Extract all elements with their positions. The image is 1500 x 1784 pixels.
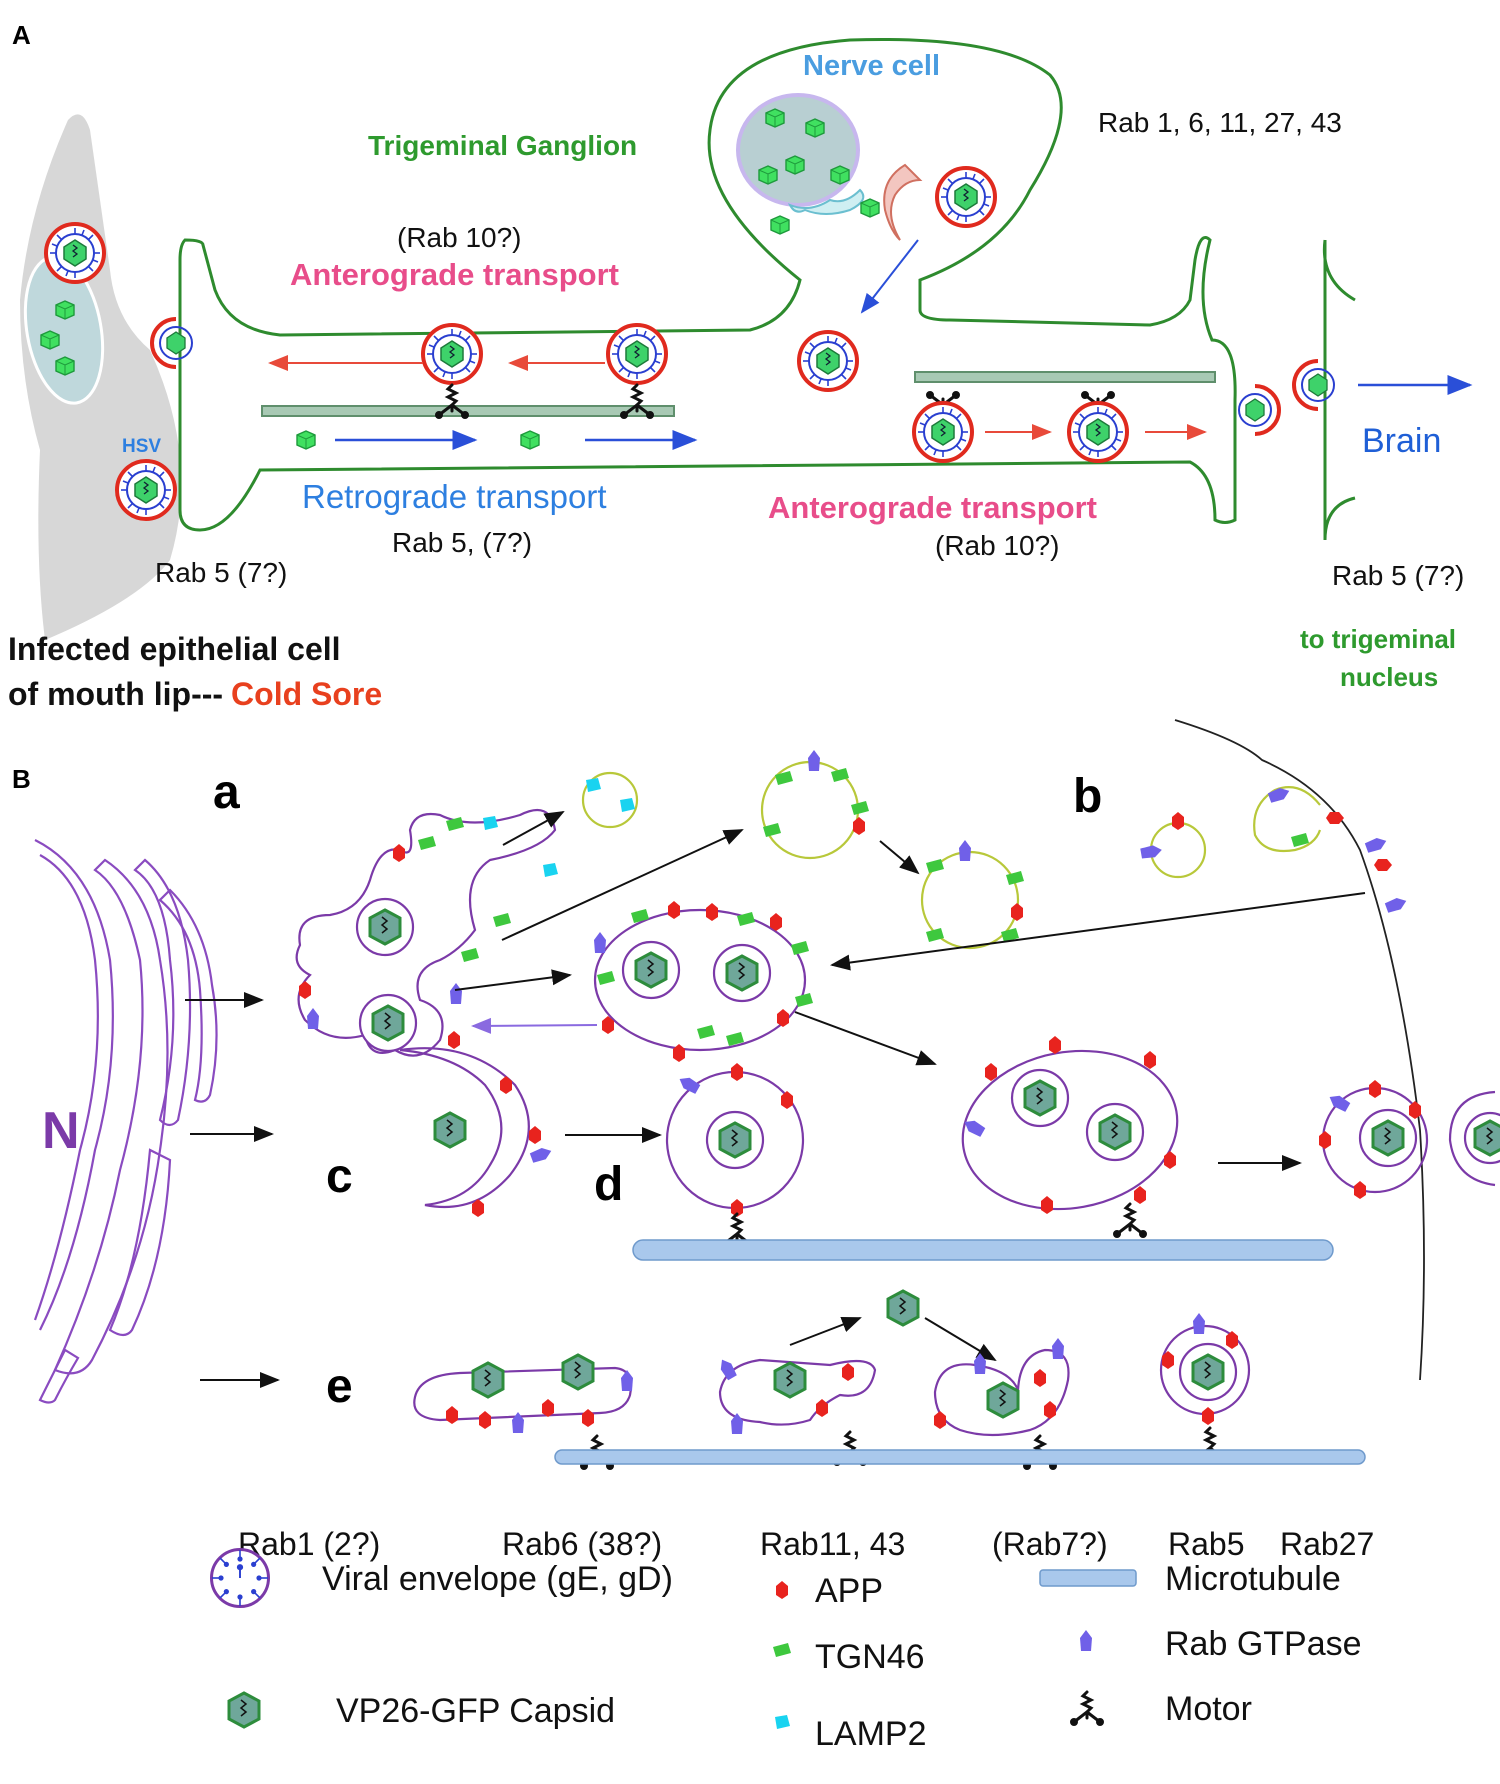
- legend-rab-label: Rab GTPase: [1165, 1625, 1362, 1663]
- legend-motor-label: Motor: [1165, 1690, 1252, 1728]
- legend-capsid-icon: [227, 1691, 261, 1729]
- legend-envelope-label: Viral envelope (gE, gD): [322, 1560, 673, 1598]
- legend-rab-icon: [1080, 1630, 1092, 1651]
- lamp2-vesicle: [581, 771, 639, 829]
- panel-a-letter: A: [12, 20, 31, 50]
- rab5-left-label: Rab 5 (7?): [155, 557, 287, 588]
- epithelial-label-1: Infected epithelial cell: [8, 631, 341, 667]
- legend-lamp2-label: LAMP2: [815, 1715, 927, 1753]
- legend-app-label: APP: [815, 1572, 883, 1610]
- golgi-stack: [33, 839, 218, 1404]
- legend-tgn46-icon: [773, 1643, 791, 1657]
- sub-label-c: c: [326, 1150, 353, 1203]
- legend-motor-icon: [1070, 1690, 1104, 1726]
- rab-label-2: Rab11, 43: [760, 1526, 905, 1562]
- rab-label-3: (Rab7?): [992, 1526, 1108, 1562]
- microtubule-right: [914, 371, 1216, 383]
- legend: Viral envelope (gE, gD) VP26-GFP Capsid …: [209, 1547, 1362, 1753]
- brain-label: Brain: [1362, 422, 1441, 460]
- microtubule-e: [554, 1449, 1366, 1465]
- hsv-label: HSV: [122, 436, 161, 457]
- nucleus-label: N: [42, 1102, 80, 1160]
- sub-label-e: e: [326, 1360, 353, 1413]
- anterograde-top-label: Anterograde transport: [290, 257, 619, 292]
- epithelial-label-2: of mouth lip---Cold Sore: [8, 676, 382, 712]
- golgi: [883, 163, 923, 241]
- legend-app-icon: [776, 1581, 788, 1599]
- legend-microtubule-icon: [1039, 1569, 1137, 1587]
- microtubule-d: [632, 1239, 1334, 1261]
- rab5-retro-label: Rab 5, (7?): [392, 527, 532, 558]
- legend-lamp2-icon: [775, 1715, 790, 1729]
- legend-capsid-label: VP26-GFP Capsid: [336, 1692, 615, 1730]
- rab-label-5: Rab27: [1280, 1526, 1374, 1562]
- rab-label-4: Rab5: [1168, 1526, 1245, 1562]
- fusing-vesicle: [1253, 786, 1322, 853]
- late-endosome: [961, 1049, 1179, 1211]
- tubular-carrier-1: [413, 1366, 633, 1422]
- trigeminal-nucleus-label-2: nucleus: [1340, 662, 1438, 692]
- sub-label-d: d: [594, 1158, 623, 1211]
- legend-microtubule-label: Microtubule: [1165, 1560, 1341, 1598]
- anterograde-bottom-label: Anterograde transport: [768, 490, 1097, 525]
- plasma-membrane: [1174, 719, 1425, 1381]
- trigeminal-nucleus-label-1: to trigeminal: [1300, 624, 1456, 654]
- panel-b-letter: B: [12, 764, 31, 794]
- nerve-cell-label: Nerve cell: [803, 50, 940, 82]
- sorting-endosome: [593, 908, 807, 1052]
- hsv-virion: [115, 459, 177, 521]
- sub-label-b: b: [1073, 770, 1102, 823]
- neuron-outline: [178, 37, 1237, 532]
- er-golgi: [787, 188, 865, 215]
- retrograde-label: Retrograde transport: [302, 478, 607, 515]
- rab5-right-label: Rab 5 (7?): [1332, 560, 1464, 591]
- trigeminal-ganglion-label: Trigeminal Ganglion: [368, 130, 637, 161]
- neuron-nucleus: [736, 93, 860, 207]
- rab10-top-label: (Rab 10?): [397, 222, 522, 253]
- tubular-carrier-2: [718, 1358, 877, 1426]
- postsynaptic-membrane: [1322, 239, 1356, 541]
- rab10-bottom-label: (Rab 10?): [935, 530, 1060, 561]
- rab-labels-row: Rab1 (2?) Rab6 (38?) Rab11, 43 (Rab7?) Rab5 R…: [238, 1526, 1374, 1562]
- sub-label-a: a: [213, 766, 240, 819]
- rab-label-0: Rab1 (2?): [238, 1526, 380, 1562]
- rab-cell-body-label: Rab 1, 6, 11, 27, 43: [1098, 107, 1342, 138]
- rab-label-1: Rab6 (38?): [502, 1526, 662, 1562]
- legend-tgn46-label: TGN46: [815, 1638, 925, 1676]
